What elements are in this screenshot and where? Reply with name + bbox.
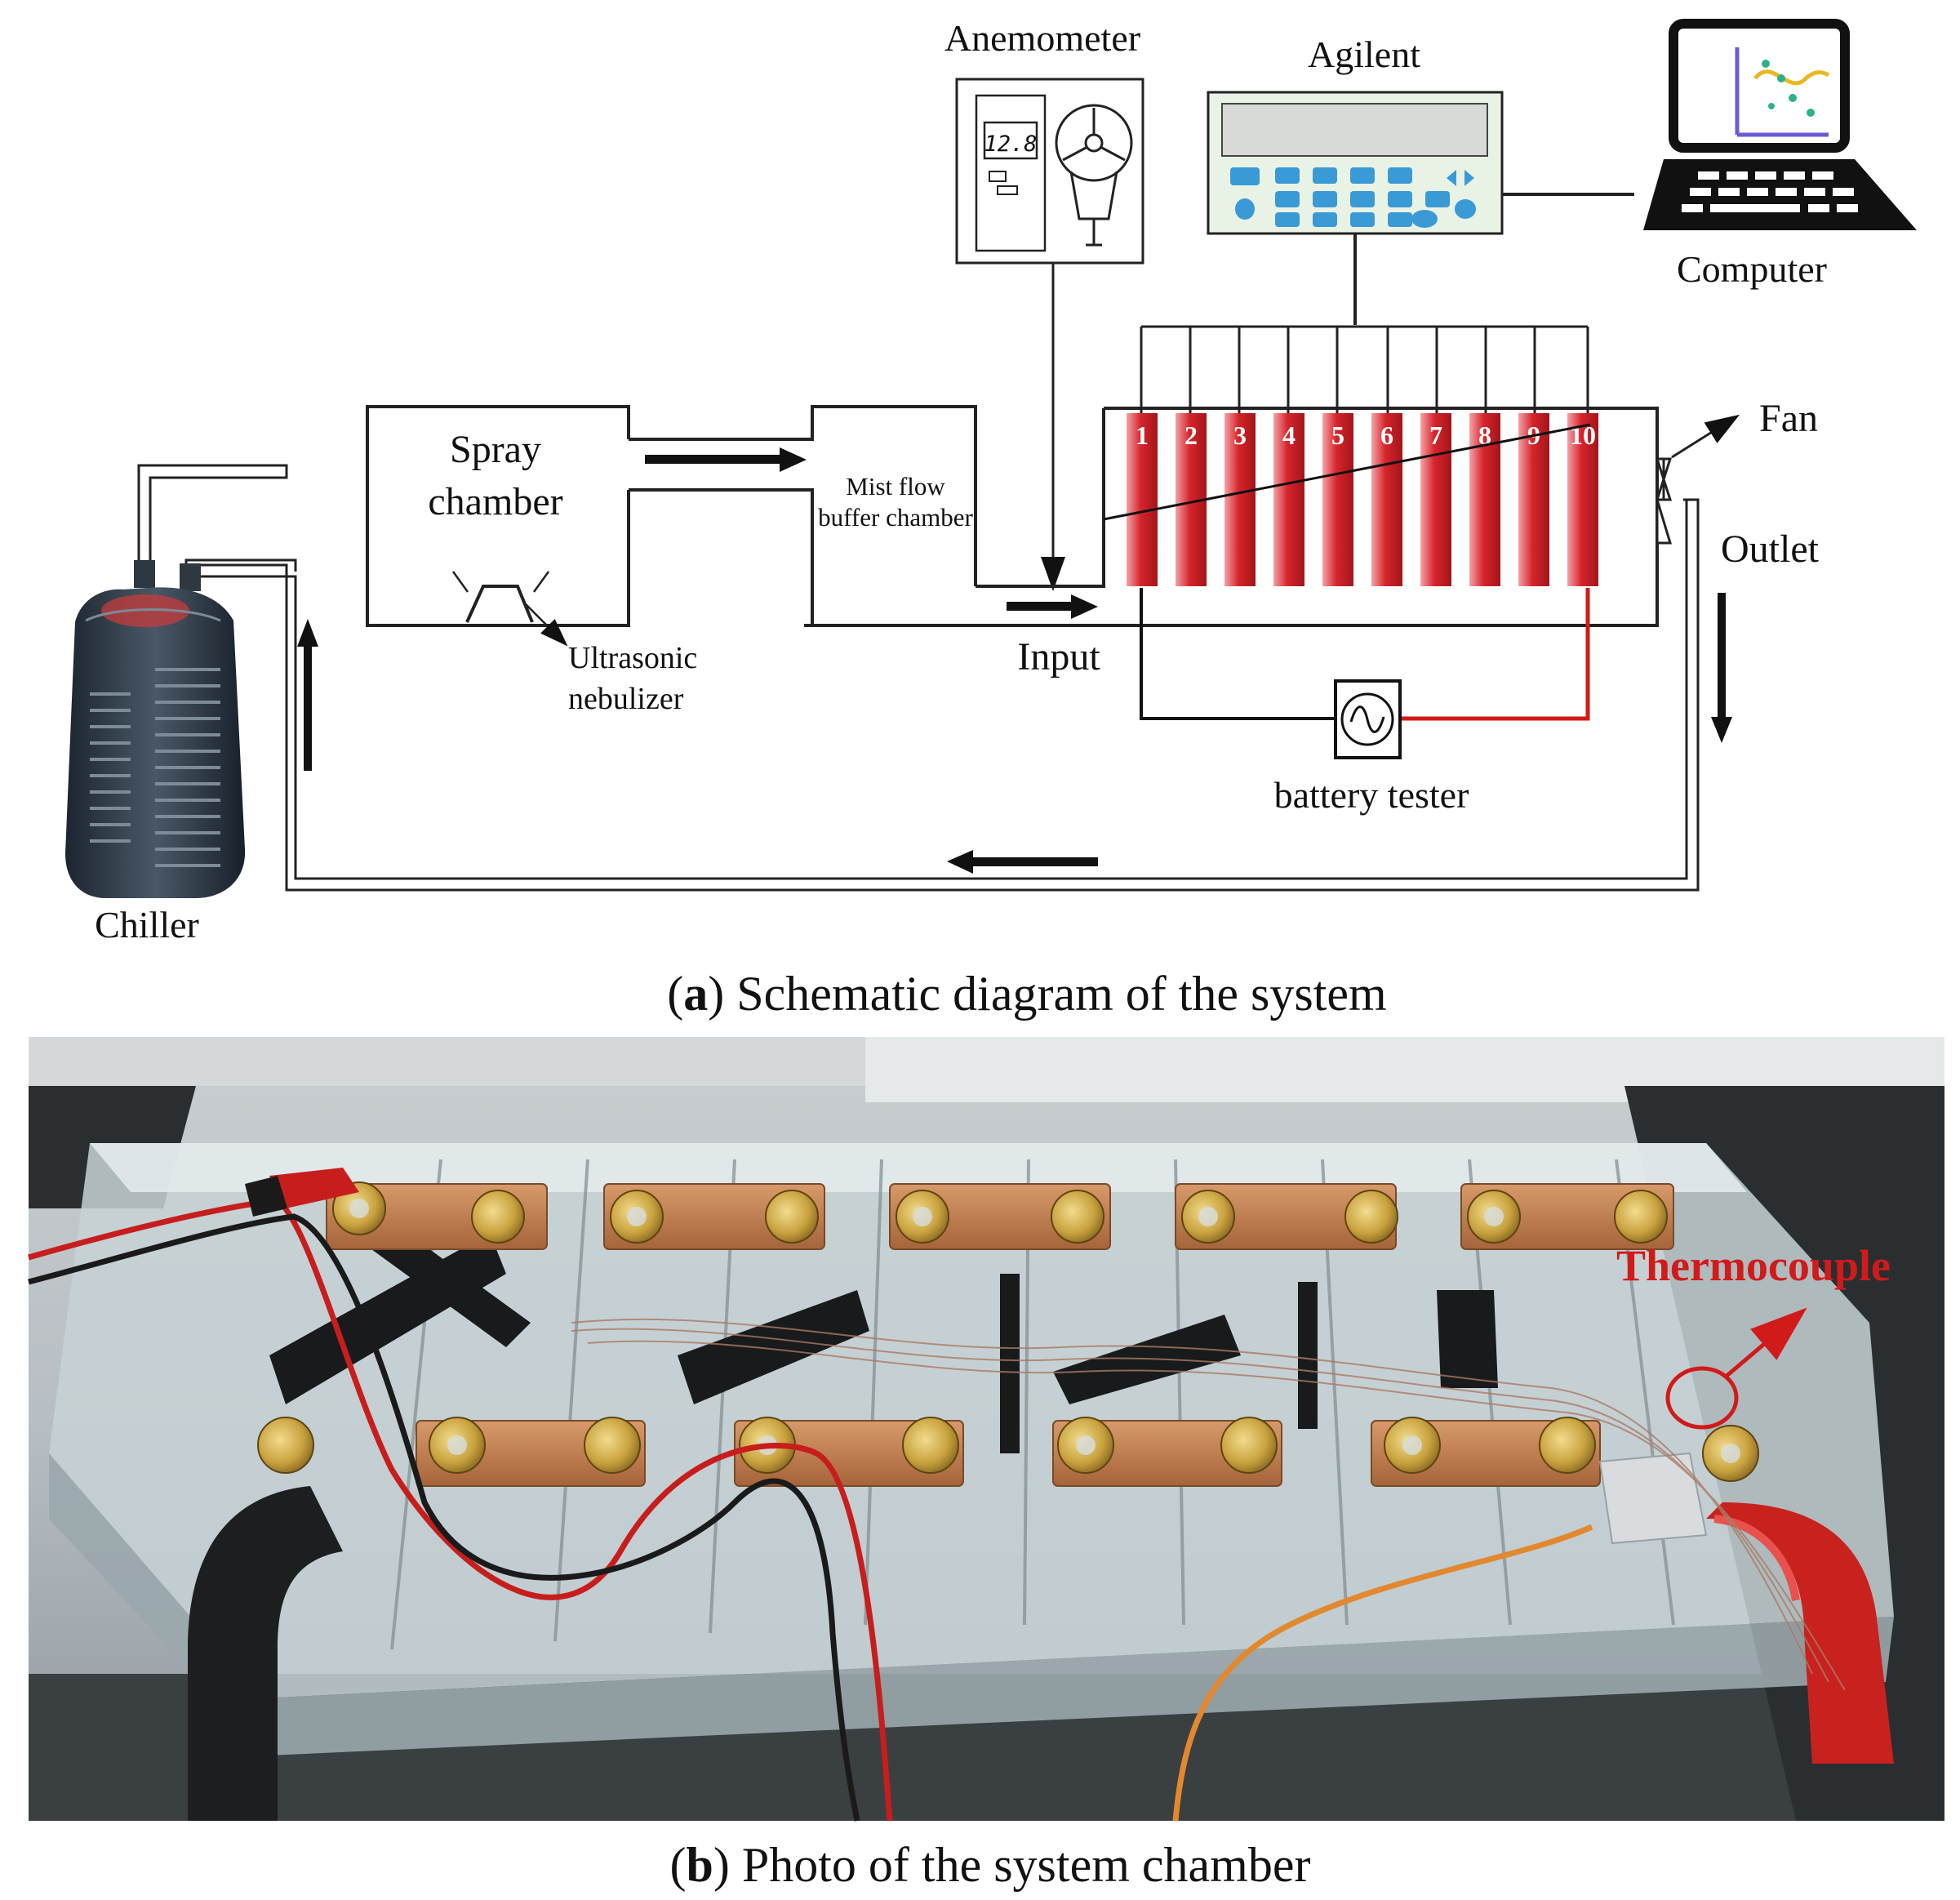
- input-label: Input: [1017, 635, 1100, 679]
- outlet-flow-arrow: [1711, 593, 1732, 743]
- battery-tester: battery tester: [1140, 588, 1590, 816]
- chiller-label: Chiller: [95, 904, 199, 946]
- anemometer-fan-probe-icon: [1055, 104, 1133, 247]
- chiller-return-arrow: [297, 619, 318, 771]
- anemometer-meter-body: [975, 94, 1047, 252]
- anemometer-display: [983, 121, 1038, 160]
- battery-cell-7: [1420, 413, 1451, 586]
- ac-source-icon: [1340, 692, 1394, 746]
- spray-chamber-label-2: chamber: [428, 480, 562, 523]
- caption-a: (a) Schematic diagram of the system: [667, 967, 1386, 1021]
- agilent-screen: [1221, 103, 1488, 157]
- battery-cell-10: [1567, 413, 1598, 586]
- thermocouple-marker-circle: [1665, 1366, 1739, 1430]
- anemometer-label: Anemometer: [944, 17, 1140, 59]
- battery-cell-6: [1371, 413, 1402, 586]
- anemometer-reading: 12.8: [984, 131, 1037, 157]
- battery-cell-5: [1322, 413, 1353, 586]
- outlet-label: Outlet: [1721, 527, 1820, 571]
- battery-cell-number: 6: [1380, 420, 1393, 450]
- battery-cell-1: [1127, 413, 1158, 586]
- system-chamber-photo: Thermocouple: [28, 1037, 1944, 1822]
- battery-cell-4: [1273, 413, 1304, 586]
- battery-cell-number: 1: [1136, 420, 1149, 450]
- battery-cell-number: 5: [1331, 420, 1344, 450]
- battery-cell-3: [1224, 413, 1256, 586]
- ultrasonic-label-1: Ultrasonic: [568, 641, 697, 675]
- battery-cell-number: 2: [1184, 420, 1198, 450]
- battery-tester-label: battery tester: [1274, 774, 1469, 816]
- computer-laptop-icon: Computer: [1643, 19, 1917, 290]
- fan-label: Fan: [1759, 397, 1818, 440]
- battery-cells: 12345678910: [1127, 413, 1598, 586]
- spray-chamber-label-1: Spray: [450, 428, 541, 471]
- chiller-body-icon: [65, 587, 246, 898]
- agilent-label: Agilent: [1308, 33, 1420, 75]
- caption-b: (b) Photo of the system chamber: [670, 1838, 1311, 1892]
- thermocouple-line: [1103, 423, 1591, 521]
- agilent-data-logger: Agilent: [1207, 33, 1634, 325]
- input-flow-arrow: [1007, 594, 1098, 619]
- battery-cell-number: 4: [1282, 420, 1296, 450]
- fan-icon: [1655, 457, 1673, 545]
- battery-cell-number: 8: [1478, 420, 1491, 450]
- spray-chamber: Spray chamber Ultrasonic nebulizer: [366, 405, 697, 716]
- ultrasonic-nebulizer-icon: [465, 585, 534, 623]
- battery-cell-9: [1518, 413, 1549, 586]
- chiller: Chiller: [65, 464, 297, 946]
- computer-label: Computer: [1677, 248, 1827, 290]
- thermocouple-label: Thermocouple: [1616, 1241, 1891, 1290]
- schematic-diagram: Anemometer 12.8 Agilent: [65, 17, 1917, 946]
- agilent-keypad: [1230, 167, 1476, 228]
- mist-chamber-label-1: Mist flow: [846, 472, 945, 501]
- battery-cell-number: 3: [1233, 420, 1247, 450]
- return-flow-arrow: [947, 850, 1098, 874]
- mist-chamber-label-2: buffer chamber: [818, 503, 973, 532]
- battery-cell-number: 7: [1429, 420, 1442, 450]
- ultrasonic-label-2: nebulizer: [568, 682, 684, 716]
- connecting-duct: [629, 405, 977, 625]
- anemometer: Anemometer 12.8: [944, 17, 1144, 591]
